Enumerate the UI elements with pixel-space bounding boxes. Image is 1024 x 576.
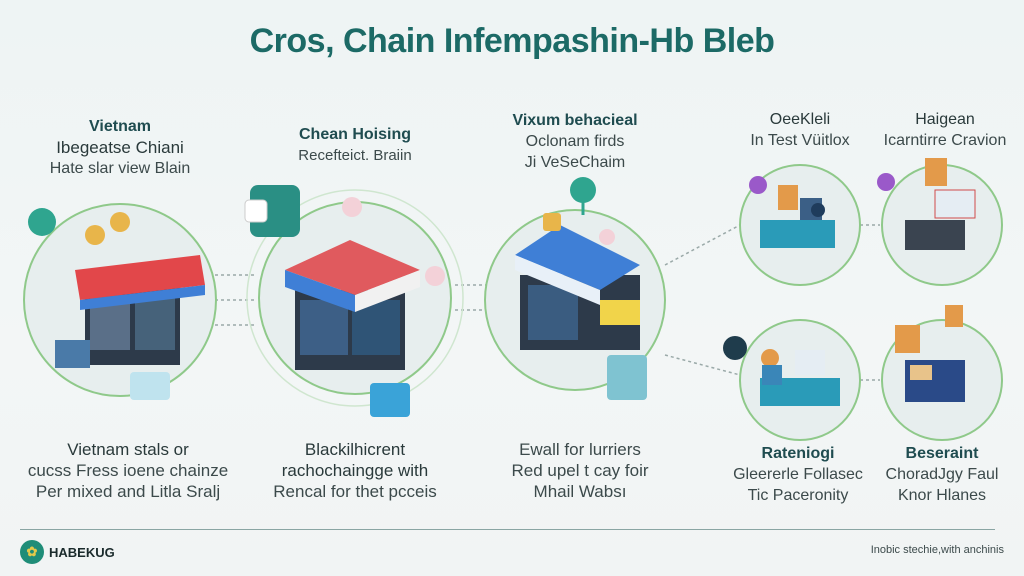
badge-icon — [28, 208, 56, 236]
brand-logo: ✿ HABEKUG — [20, 540, 115, 564]
label-line: Mhail Wabsı — [533, 482, 627, 501]
chat-icon — [749, 176, 767, 194]
top-label-3: Vixum behacieal Oclonam firds Ji VeSeCha… — [512, 110, 637, 173]
location-pin-icon — [570, 177, 596, 215]
label-heading: Vixum behacieal — [512, 112, 638, 129]
label-line: Oclonam firds — [525, 133, 625, 150]
label-heading: Blackilhicrent — [304, 440, 406, 459]
label-line: Recefteict. Braiin — [298, 147, 412, 164]
page-title: Cros, Chain Infempashin-Hb Bleb — [249, 22, 775, 60]
workstation-scene-3 — [723, 336, 840, 406]
tag-icon — [342, 197, 362, 217]
card-icon — [370, 383, 410, 417]
food-box-icon — [130, 372, 170, 400]
label-line: Gleererle Follasec — [733, 466, 863, 483]
coin-icon — [110, 212, 130, 232]
label-heading: OeeKleli — [769, 111, 831, 128]
label-heading: Vietnam stals or — [67, 440, 189, 459]
tag-icon — [599, 229, 615, 245]
tag-icon — [425, 266, 445, 286]
bottom-label-3: Ewall for lurriers Red upel t cay foir M… — [511, 439, 648, 502]
label-line: In Test Vüitlox — [750, 132, 850, 149]
tablet-icon — [607, 355, 647, 400]
box-icon — [543, 213, 561, 231]
workstation-scene-2 — [877, 158, 976, 250]
bottom-label-2: Blackilhicrent rachochaingge with Rencal… — [273, 439, 436, 502]
label-heading: Ewall for lurriers — [519, 440, 641, 459]
chat-icon — [877, 173, 895, 191]
logo-mark-icon: ✿ — [20, 540, 44, 564]
label-heading: Vietnam — [89, 118, 151, 135]
label-line: Per mixed and Litla Sralj — [35, 482, 221, 501]
label-heading: Chean Hoising — [298, 126, 412, 143]
footer-divider — [20, 529, 995, 530]
sign-board — [600, 300, 640, 325]
label-line: cucss Fress ioene chainze — [27, 461, 229, 480]
label-line: Ji VeSeChaim — [524, 154, 626, 171]
shop-icon-red — [28, 208, 205, 400]
label-line: rachochaingge with — [281, 461, 429, 480]
workstation-scene-4 — [895, 305, 965, 402]
label-line: Tic Paceronity — [747, 487, 849, 504]
label-line: Rencal for thet pcceis — [273, 482, 437, 501]
bottom-label-5: Beseraint ChoradJgy Faul Knor Hlanes — [886, 443, 999, 506]
label-line: Knor Hlanes — [897, 487, 987, 504]
coin-icon — [85, 225, 105, 245]
top-label-2: Chean Hoising Recefteict. Braiin — [298, 124, 411, 166]
label-heading: Haigean — [915, 111, 975, 128]
bag-icon — [250, 185, 300, 237]
shop-icon-pink — [244, 185, 445, 417]
shop-icon-blue — [515, 177, 647, 400]
bottom-label-4: Rateniogi Gleererle Follasec Tic Paceron… — [733, 443, 863, 506]
logo-name: HABEKUG — [49, 544, 115, 560]
stage-circle-2-outer-ring — [246, 189, 464, 407]
connector-lines — [215, 224, 880, 381]
label-heading: Beseraint — [905, 445, 979, 462]
workstation-scene-1 — [749, 176, 835, 248]
footer-note: Inobic stechie,with anchinis — [870, 544, 1004, 556]
bottom-label-1: Vietnam stals or cucss Fress ioene chain… — [28, 439, 228, 502]
support-icon — [723, 336, 747, 360]
top-label-4: OeeKleli In Test Vüitlox — [750, 109, 849, 151]
label-line: ChoradJgy Faul — [885, 466, 999, 483]
top-label-1: Vietnam Ibegeatse Chiani Hate slar view … — [50, 116, 191, 179]
top-label-5: Haigean Icarntirre Cravion — [884, 109, 1007, 151]
label-line: Hate slar view Blain — [49, 160, 191, 177]
label-line: Icarntirre Cravion — [883, 132, 1007, 149]
label-line: Ibegeatse Chiani — [56, 138, 184, 157]
first-aid-icon — [244, 199, 268, 223]
label-line: Red upel t cay foir — [511, 461, 649, 480]
label-heading: Rateniogi — [761, 445, 835, 462]
